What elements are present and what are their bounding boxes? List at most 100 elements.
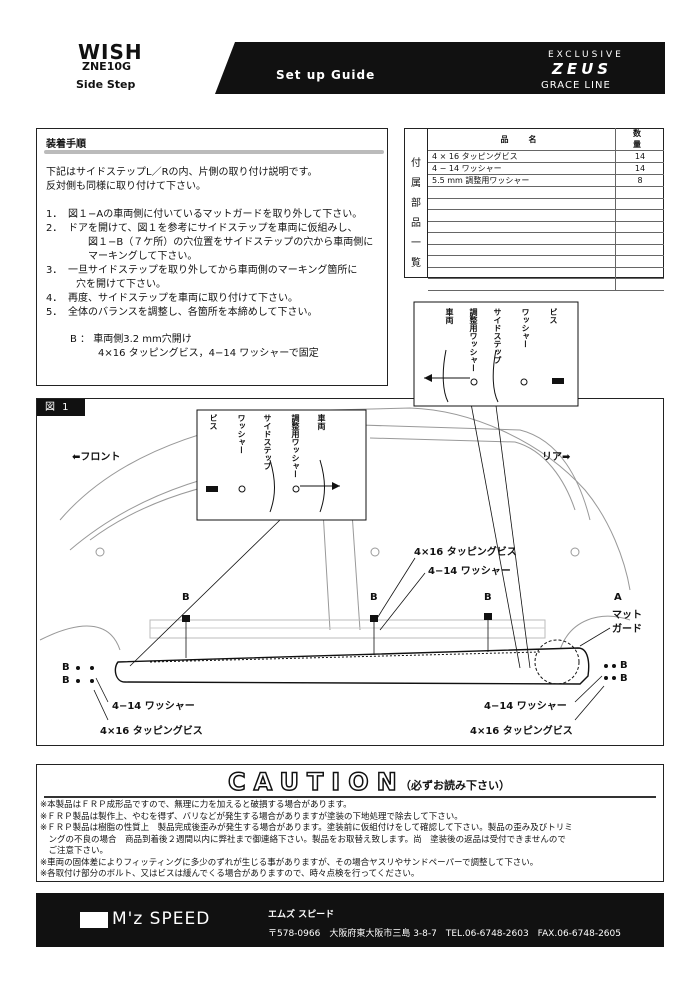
- step-item: 5． 全体のバランスを調整し、各箇所を本締めして下さい。: [46, 306, 373, 320]
- part-name-cell: 4 − 14 ワッシャー: [428, 162, 616, 175]
- caution-line: ※ＦＲＰ製品は製作上、やむを得ず、バリなどが発生する場合がありますが塗装の下地処…: [40, 811, 463, 822]
- part-qty-cell: [615, 209, 664, 222]
- note-b-line: 4×16 タッピングビス，4−14 ワッシャーで固定: [98, 348, 319, 359]
- hole-label-b: B: [182, 592, 190, 603]
- step-number: 2．: [46, 223, 63, 234]
- side-char: 属: [411, 178, 421, 189]
- table-row: [428, 198, 664, 210]
- mat-guard-label: ガード: [612, 624, 642, 635]
- brand-line-1: EXCLUSIVE: [548, 50, 624, 60]
- caution-line: ※各取付け部分のボルト、又はビスは緩んでくる場合がありますので、時々点検を行って…: [40, 869, 420, 879]
- inset-right-label: ワッシャー: [521, 308, 530, 348]
- caution-heading: CAUTION: [227, 767, 405, 797]
- part-qty-cell: [615, 267, 664, 279]
- company-address: 〒578-0966 大阪府東大阪市三島 3-8-7 TEL.06-6748-26…: [268, 929, 621, 939]
- caution-line: ※車両の固体差によりフィッティングに多少のずれが生じる事がありますが、その場合ヤ…: [40, 857, 539, 868]
- side-char: 覧: [411, 258, 421, 269]
- inset-right-label: 車両: [445, 308, 454, 324]
- front-label: ⬅フロント: [72, 452, 121, 463]
- inset-right-label: サイドステップ: [493, 308, 502, 364]
- step-line: 全体のバランスを調整し、各箇所を本締めして下さい。: [68, 307, 318, 318]
- table-row: [428, 244, 664, 256]
- inset-right-label: 調整用ワッシャー: [469, 308, 478, 372]
- brand-line-3: GRACE LINE: [541, 80, 611, 91]
- part-name-cell: 5.5 mm 調整用ワッシャー: [428, 174, 616, 187]
- rear-label: リア➡: [542, 452, 571, 463]
- company-logo-icon: [80, 912, 108, 928]
- part-name-cell: [428, 221, 616, 233]
- title-band: [215, 42, 665, 94]
- step-item: 1．図１−Aの車両側に付いているマットガードを取り外して下さい。: [46, 208, 373, 222]
- hole-label-b: B: [620, 673, 628, 684]
- part-qty-cell: [615, 278, 664, 291]
- inset-left-label: ワッシャー: [237, 414, 246, 454]
- part-qty-cell: [615, 221, 664, 233]
- hole-label-b: B: [620, 660, 628, 671]
- parts-header-qty: 数 量: [615, 128, 664, 151]
- bottom-left-washer: 4−14 ワッシャー: [112, 701, 195, 712]
- part-name-cell: [428, 232, 616, 245]
- mat-guard-label: マット: [612, 610, 642, 621]
- washer-callout: 4−14 ワッシャー: [428, 566, 511, 577]
- inset-left: [196, 409, 367, 521]
- table-row: [428, 255, 664, 268]
- part-name-cell: 4 × 16 タッピングビス: [428, 150, 616, 163]
- part-qty-cell: 8: [615, 174, 664, 187]
- parts-list-side-label: 付 属 部 品 一 覧: [404, 128, 428, 278]
- caution-line: ※ＦＲＰ製品は樹脂の性質上 製品完成後歪みが発生する場合があります。塗装前に仮組…: [40, 823, 573, 833]
- caution-rule: [44, 796, 656, 798]
- step-item: 3．一旦サイドステップを取り外してから車両側のマーキング箇所に穴を開けて下さい。: [46, 264, 373, 292]
- label-a: A: [614, 592, 622, 603]
- guide-title: Set up Guide: [276, 68, 376, 82]
- part-qty-cell: 14: [615, 150, 664, 163]
- footer-bar: [36, 893, 664, 947]
- step-number: 5．: [46, 307, 63, 318]
- intro-line: 反対側も同様に取り付けて下さい。: [46, 181, 206, 192]
- parts-header-row: 品 名数 量: [428, 128, 664, 151]
- instructions-box: [36, 128, 388, 386]
- parts-header-name: 品 名: [428, 128, 616, 151]
- title-band-shape: [215, 42, 665, 94]
- step-number: 1．: [46, 209, 63, 220]
- caution-line: ※本製品はＦＲＰ成形品ですので、無理に力を加えると破損する場合があります。: [40, 800, 352, 810]
- inset-left-label: ビス: [209, 414, 218, 430]
- table-row: [428, 267, 664, 279]
- inset-right-label: ビス: [549, 308, 558, 324]
- step-item: 2．ドアを開けて、図１を参考にサイドステップを車両に仮組みし、図１−B（７ケ所）…: [46, 222, 373, 264]
- side-char: 一: [411, 238, 421, 249]
- brand-line-2: ZEUS: [552, 60, 613, 78]
- part-name-cell: [428, 186, 616, 199]
- step-line: マーキングして下さい。: [88, 251, 198, 262]
- screw-callout: 4×16 タッピングビス: [414, 547, 517, 558]
- part-qty-cell: [615, 255, 664, 268]
- instructions-title: 装着手順: [46, 139, 86, 150]
- bottom-right-washer: 4−14 ワッシャー: [484, 701, 567, 712]
- side-char: 部: [411, 198, 421, 209]
- table-row: [428, 278, 664, 291]
- caution-lines: ※本製品はＦＲＰ成形品ですので、無理に力を加えると破損する場合があります。 ※Ｆ…: [40, 800, 660, 881]
- caution-line: ご注意下さい。: [40, 846, 109, 856]
- step-line: 穴を開けて下さい。: [76, 279, 166, 290]
- part-name-cell: [428, 278, 616, 291]
- caution-box: [36, 764, 664, 882]
- caution-subheading: （必ずお読み下さい）: [400, 779, 510, 792]
- part-qty-cell: [615, 244, 664, 256]
- part-name: Side Step: [76, 78, 136, 91]
- figure-tag: 図 1: [37, 399, 85, 416]
- instruction-steps: 1．図１−Aの車両側に付いているマットガードを取り外して下さい。 2． ドアを開け…: [46, 208, 373, 320]
- company-name: M'z SPEED: [112, 909, 211, 929]
- inset-left-label: 車両: [317, 414, 326, 430]
- inset-right: [413, 301, 579, 407]
- hole-label-b: B: [62, 675, 70, 686]
- model-name: WISH: [78, 40, 143, 64]
- step-line: ドアを開けて、図１を参考にサイドステップを車両に仮組みし、: [68, 223, 358, 234]
- instructions-rule: [44, 150, 384, 154]
- part-qty-cell: [615, 232, 664, 245]
- table-row: [428, 186, 664, 199]
- step-edge: [149, 651, 541, 663]
- intro-line: 下記はサイドステップL／Rの内、片側の取り付け説明です。: [46, 167, 318, 178]
- step-line: 再度、サイドステップを車両に取り付けて下さい。: [68, 293, 298, 304]
